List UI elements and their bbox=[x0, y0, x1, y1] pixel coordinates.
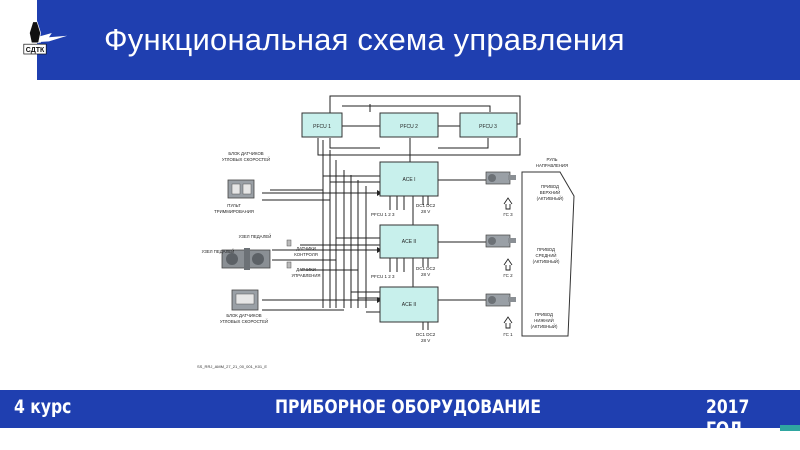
ace-2-pfcu-inputs: PFCU 1 2 3 bbox=[371, 274, 395, 279]
drive-top-label-2: ВЕРХНИЙ bbox=[540, 190, 561, 195]
actuator-3-label: ГС 3 bbox=[503, 212, 513, 217]
drive-middle-label-2: СРЕДНИЙ bbox=[535, 253, 556, 258]
control-schematic: PFCU 1 PFCU 2 PFCU 3 ACE I ACE II ACE II… bbox=[190, 88, 580, 382]
pfcu-3-label: PFCU 3 bbox=[479, 124, 497, 130]
sensor-top-label-2: УГЛОВЫХ СКОРОСТЕЙ bbox=[222, 157, 270, 162]
control-sensors-label-1: ДАТЧИКИ bbox=[296, 246, 316, 251]
rudder-outline bbox=[521, 171, 575, 337]
rudder-label-2: НАПРАВЛЕНИЯ bbox=[536, 163, 568, 168]
actuators: ГС 3 ГС 2 ГС 1 bbox=[485, 171, 516, 337]
sensor-top-label-1: БЛОК ДАТЧИКОВ bbox=[228, 151, 263, 156]
manage-sensors-label-2: УПРАВЛЕНИЯ bbox=[291, 273, 320, 278]
sensor-bottom-label-2: УГЛОВЫХ СКОРОСТЕЙ bbox=[220, 319, 268, 324]
actuator-1-label: ГС 1 bbox=[503, 332, 513, 337]
actuator-2-image bbox=[485, 234, 516, 248]
title-banner bbox=[37, 0, 800, 80]
page-title: Функциональная схема управления bbox=[104, 22, 625, 57]
actuator-3-image bbox=[485, 171, 516, 185]
footer-year: 2017 ГОД bbox=[706, 396, 750, 440]
control-sensors-label-2: КОНТРОЛЯ bbox=[294, 252, 318, 257]
manage-sensors-label-1: ДАТЧИКИ bbox=[296, 267, 316, 272]
actuator-2-label: ГС 2 bbox=[503, 273, 513, 278]
sensor-bottom-label-1: БЛОК ДАТЧИКОВ bbox=[226, 313, 261, 318]
ace-1-dc-label: DC1 DC2 bbox=[416, 203, 436, 208]
drive-middle-label-3: (АКТИВНЫЙ) bbox=[533, 259, 560, 264]
pfcu-1-label: PFCU 1 bbox=[313, 124, 331, 130]
drive-top-label-1: ПРИВОД bbox=[541, 184, 559, 189]
trim-panel-label-1: ПУЛЬТ bbox=[227, 203, 241, 208]
logo-emblem bbox=[29, 21, 41, 44]
ace-2-dc-label: DC1 DC2 bbox=[416, 266, 436, 271]
ace-3-dc-label: DC1 DC2 bbox=[416, 332, 436, 337]
ace-1-block bbox=[379, 161, 439, 197]
manage-sensor-icon bbox=[286, 261, 292, 269]
drive-top-label-3: (АКТИВНЫЙ) bbox=[537, 196, 564, 201]
up-arrows bbox=[503, 197, 513, 329]
pfcu-1-block bbox=[301, 112, 343, 138]
actuator-1-image bbox=[485, 293, 516, 307]
control-sensor-icon bbox=[286, 239, 292, 247]
ace-1-label: ACE I bbox=[402, 177, 415, 183]
sensor-unit-top-image bbox=[227, 179, 255, 199]
pfcu-blocks: PFCU 1 PFCU 2 PFCU 3 bbox=[301, 112, 518, 138]
rudder-label-1: РУЛЬ bbox=[547, 157, 558, 162]
ace-3-block bbox=[379, 286, 439, 323]
pfcu-3-block bbox=[459, 112, 518, 138]
trim-panel-label-2: ТРИММИРОВАНИЯ bbox=[214, 209, 254, 214]
drive-bottom-label-1: ПРИВОД bbox=[535, 312, 553, 317]
drive-middle-label-1: ПРИВОД bbox=[537, 247, 555, 252]
ace-2-block bbox=[379, 224, 439, 259]
drive-bottom-label-2: НИЖНИЙ bbox=[534, 318, 553, 323]
footer-subject: ПРИБОРНОЕ ОБОРУДОВАНИЕ bbox=[275, 396, 541, 418]
ace-1-voltage-label: 28 V bbox=[421, 209, 430, 214]
logo: СДТК bbox=[2, 21, 68, 55]
left-devices bbox=[221, 179, 292, 311]
pfcu-2-block bbox=[379, 112, 439, 138]
figure-id: SS_RRJ_AMM_27_21_00_001_K01_E bbox=[197, 364, 267, 369]
corner-accent bbox=[780, 425, 800, 431]
ace-2-voltage-label: 28 V bbox=[421, 272, 430, 277]
ace-blocks: ACE I ACE II ACE II bbox=[379, 161, 439, 323]
ace-3-label: ACE II bbox=[402, 302, 416, 308]
footer-bar: 4 курс ПРИБОРНОЕ ОБОРУДОВАНИЕ 2017 ГОД bbox=[0, 390, 800, 440]
logo-plate bbox=[23, 43, 47, 55]
sensor-unit-bottom-image bbox=[231, 289, 259, 311]
pedal-node-image bbox=[221, 248, 271, 270]
pedal-node-label: УЗЕЛ ПЕДАЛЕЙ bbox=[239, 234, 272, 239]
logo-text: СДТК bbox=[26, 47, 45, 54]
pfcu-2-label: PFCU 2 bbox=[400, 124, 418, 130]
ace-2-label: ACE II bbox=[402, 239, 416, 245]
ace-3-voltage-label: 28 V bbox=[421, 338, 430, 343]
footer-course: 4 курс bbox=[14, 396, 72, 418]
drive-bottom-label-3: (АКТИВНЫЙ) bbox=[531, 324, 558, 329]
pedal-node-label-2: УЗЕЛ ПЕДАЛЕЙ bbox=[202, 249, 235, 254]
ace-1-pfcu-inputs: PFCU 1 2 3 bbox=[371, 212, 395, 217]
